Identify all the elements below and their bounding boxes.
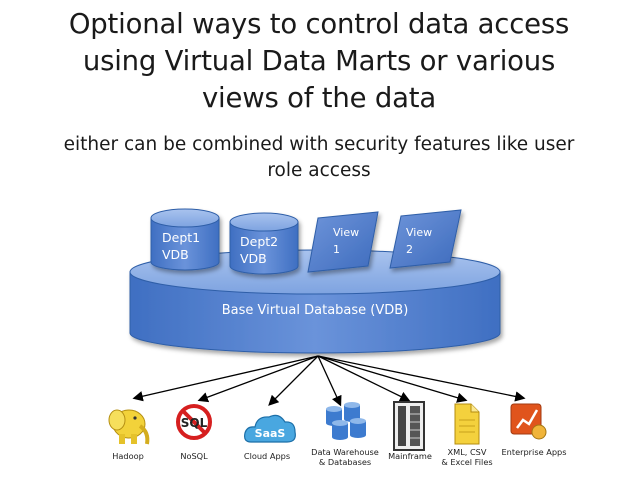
slide-subtitle: either can be combined with security fea… (10, 132, 628, 184)
title-line-3: views of the data (201, 82, 437, 114)
base-vdb-label: Base Virtual Database (VDB) (221, 303, 409, 318)
dept1-vdb-cylinder (150, 208, 220, 271)
subtitle-line-2: role access (267, 160, 371, 181)
enterprise-apps-label-line: Enterprise Apps (501, 447, 567, 457)
data-warehouse-label: Data Warehouse & Databases (305, 447, 385, 467)
view2-line-2: 2 (406, 243, 413, 256)
data-warehouse-label-line-2: & Databases (318, 457, 372, 467)
mainframe-label: Mainframe (370, 451, 450, 461)
files-label-line-2: & Excel Files (441, 457, 493, 467)
hadoop-elephant-icon (108, 409, 150, 445)
view2-line-1: View (406, 226, 433, 239)
svg-text:SQL: SQL (181, 416, 208, 430)
view1-line-2: 1 (333, 243, 340, 256)
mainframe-icon (393, 401, 425, 451)
cloud-apps-label-line: Cloud Apps (243, 451, 291, 461)
enterprise-apps-icon (510, 403, 547, 440)
subtitle-line-1: either can be combined with security fea… (63, 134, 575, 155)
dept2-vdb-label: Dept2 VDB (240, 233, 278, 267)
enterprise-apps-label: Enterprise Apps (494, 447, 574, 457)
nosql-label: NoSQL (154, 451, 234, 461)
dept1-line-2: VDB (162, 247, 189, 262)
connector-arrows (132, 355, 526, 407)
hadoop-label-line: Hadoop (112, 451, 144, 461)
data-warehouse-label-line-1: Data Warehouse (311, 447, 379, 457)
title-line-1: Optional ways to control data access (68, 8, 570, 40)
files-label-line-1: XML, CSV (447, 447, 487, 457)
saas-cloud-icon: SaaS (244, 414, 296, 443)
svg-text:SaaS: SaaS (255, 427, 286, 440)
view1-line-1: View (333, 226, 360, 239)
cloud-apps-label: Cloud Apps (227, 451, 307, 461)
dept1-line-1: Dept1 (162, 230, 201, 245)
database-cylinders-icon (326, 402, 366, 440)
dept2-vdb-cylinder (229, 212, 299, 275)
dept2-line-2: VDB (240, 251, 267, 266)
view2-label: View 2 (406, 224, 432, 258)
dept2-line-1: Dept2 (240, 234, 279, 249)
title-line-2: using Virtual Data Marts or various (82, 45, 556, 77)
slide-title: Optional ways to control data access usi… (10, 6, 628, 117)
files-icon (454, 403, 480, 445)
view2-parallelogram (389, 209, 462, 269)
nosql-label-line: NoSQL (180, 451, 208, 461)
hadoop-label: Hadoop (88, 451, 168, 461)
files-label: XML, CSV & Excel Files (427, 447, 507, 467)
dept1-vdb-label: Dept1 VDB (162, 229, 200, 263)
mainframe-label-line: Mainframe (388, 451, 432, 461)
nosql-icon: SQL (176, 404, 212, 440)
view1-label: View 1 (333, 224, 359, 258)
view1-parallelogram (307, 211, 379, 273)
